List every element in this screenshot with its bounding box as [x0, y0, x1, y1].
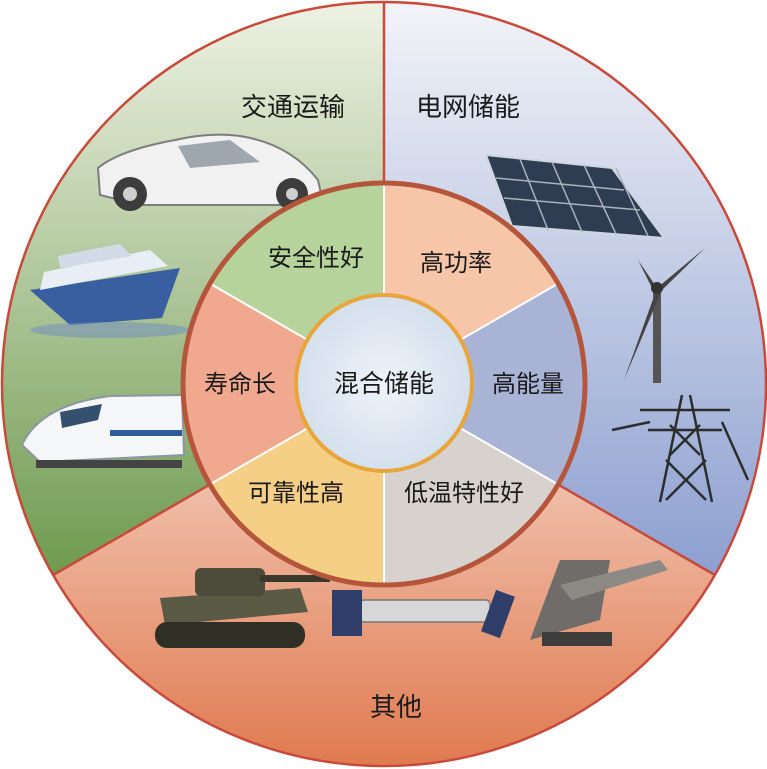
segment-label-lifetime: 寿命长 [204, 370, 276, 398]
cruise-ship-icon [30, 244, 190, 338]
segment-label-reliability: 可靠性高 [248, 479, 344, 507]
sector-label-other: 其他 [370, 693, 422, 723]
tank-icon [155, 568, 330, 648]
center-label: 混合储能 [334, 369, 434, 398]
mining-machine-icon [530, 560, 668, 646]
segment-energy [384, 283, 586, 485]
segment-lifetime [182, 283, 384, 485]
solar-panel-icon [484, 153, 667, 240]
sector-label-grid: 电网储能 [416, 93, 520, 123]
center-circle [294, 293, 474, 473]
inner-ring-border [180, 180, 588, 588]
segment-label-power: 高功率 [420, 249, 492, 277]
space-station-icon [332, 589, 515, 639]
segment-label-safety: 安全性好 [268, 244, 364, 272]
high-speed-train-icon [20, 393, 186, 468]
wind-turbine-icon [624, 248, 705, 383]
segment-label-energy: 高能量 [492, 370, 564, 398]
car-icon [96, 133, 324, 211]
segment-label-low-temp: 低温特性好 [404, 479, 524, 507]
sector-label-transport: 交通运输 [241, 93, 345, 123]
power-tower-icon [611, 394, 750, 503]
